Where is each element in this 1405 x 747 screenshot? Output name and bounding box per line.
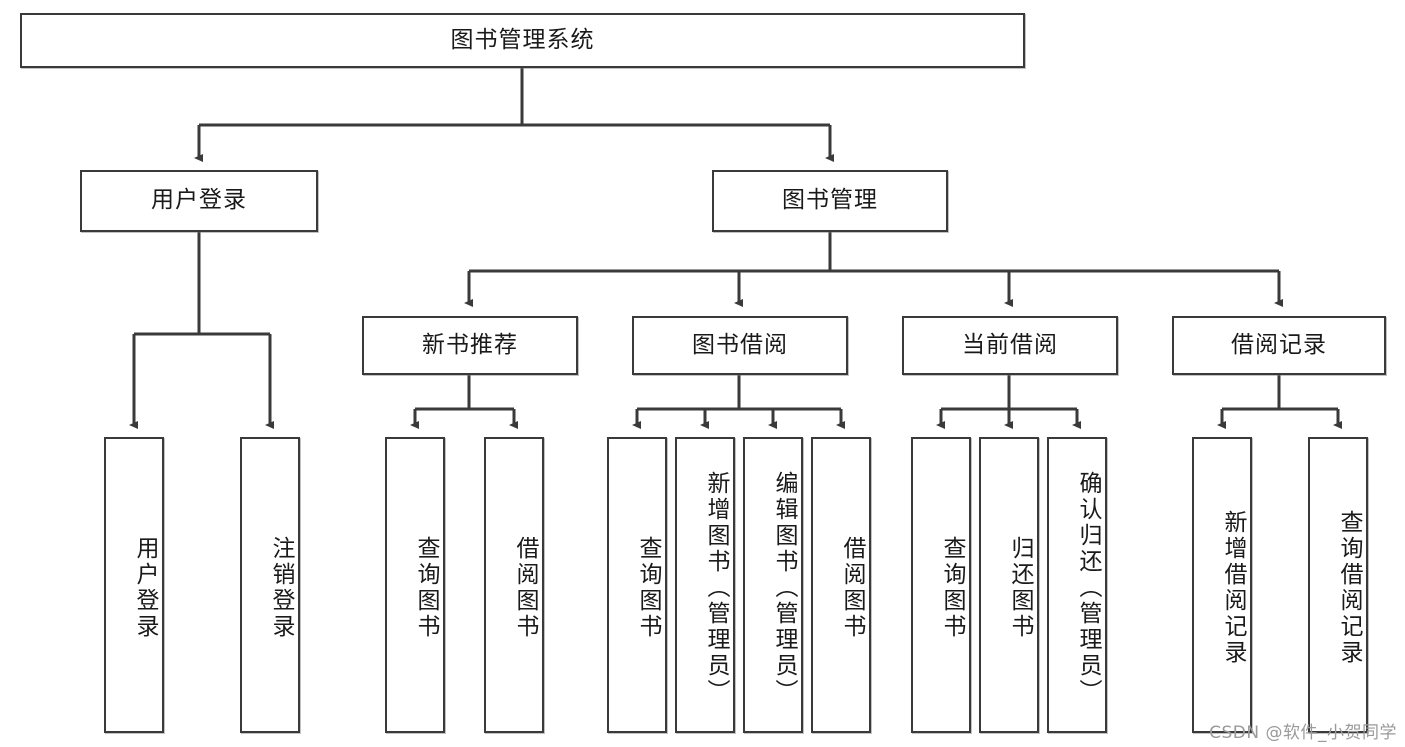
node-label: 借阅图书 [839, 536, 865, 640]
leaf-user-login-logout[interactable]: 注销登录 [240, 437, 300, 733]
leaf-book-borrow-query-book[interactable]: 查询图书 [607, 437, 667, 733]
node-book-borrow[interactable]: 图书借阅 [632, 316, 848, 375]
leaf-current-borrow-query-book[interactable]: 查询图书 [911, 437, 971, 733]
leaf-new-book-query-book[interactable]: 查询图书 [385, 437, 445, 733]
node-label: 查询借阅记录 [1336, 510, 1362, 666]
node-label: 注销登录 [268, 536, 294, 640]
node-label: 查询图书 [939, 536, 965, 640]
node-book-management[interactable]: 图书管理 [712, 170, 948, 232]
node-borrow-record[interactable]: 借阅记录 [1172, 316, 1386, 375]
node-root-book-management-system[interactable]: 图书管理系统 [20, 13, 1025, 68]
node-label: 图书管理系统 [450, 26, 595, 53]
node-label: 新增借阅记录 [1220, 510, 1246, 666]
node-label: 新增图书（管理员） [703, 471, 729, 705]
node-label: 查询图书 [413, 536, 439, 640]
leaf-current-borrow-return-book[interactable]: 归还图书 [979, 437, 1039, 733]
watermark-text: CSDN @软件_小贺同学 [1209, 723, 1397, 743]
node-label: 图书管理 [782, 187, 878, 214]
leaf-user-login-login[interactable]: 用户登录 [104, 437, 164, 733]
leaf-book-borrow-edit-book-admin[interactable]: 编辑图书（管理员） [743, 437, 803, 733]
node-label: 借阅记录 [1231, 331, 1327, 358]
node-label: 用户登录 [151, 187, 247, 214]
node-label: 归还图书 [1007, 536, 1033, 640]
leaf-borrow-record-query-record[interactable]: 查询借阅记录 [1308, 437, 1368, 733]
node-label: 用户登录 [132, 536, 158, 640]
node-label: 当前借阅 [962, 331, 1058, 358]
node-current-borrow[interactable]: 当前借阅 [902, 316, 1118, 375]
node-new-book-recommend[interactable]: 新书推荐 [362, 316, 578, 375]
node-label: 编辑图书（管理员） [771, 471, 797, 705]
leaf-new-book-borrow-book[interactable]: 借阅图书 [484, 437, 544, 733]
leaf-current-borrow-confirm-return-admin[interactable]: 确认归还（管理员） [1047, 437, 1107, 733]
leaf-book-borrow-add-book-admin[interactable]: 新增图书（管理员） [675, 437, 735, 733]
node-label: 图书借阅 [692, 331, 788, 358]
leaf-book-borrow-borrow-book[interactable]: 借阅图书 [811, 437, 871, 733]
node-label: 查询图书 [635, 536, 661, 640]
leaf-borrow-record-add-record[interactable]: 新增借阅记录 [1192, 437, 1252, 733]
node-label: 确认归还（管理员） [1075, 471, 1101, 705]
node-user-login[interactable]: 用户登录 [80, 170, 318, 232]
node-label: 新书推荐 [422, 331, 518, 358]
node-label: 借阅图书 [512, 536, 538, 640]
